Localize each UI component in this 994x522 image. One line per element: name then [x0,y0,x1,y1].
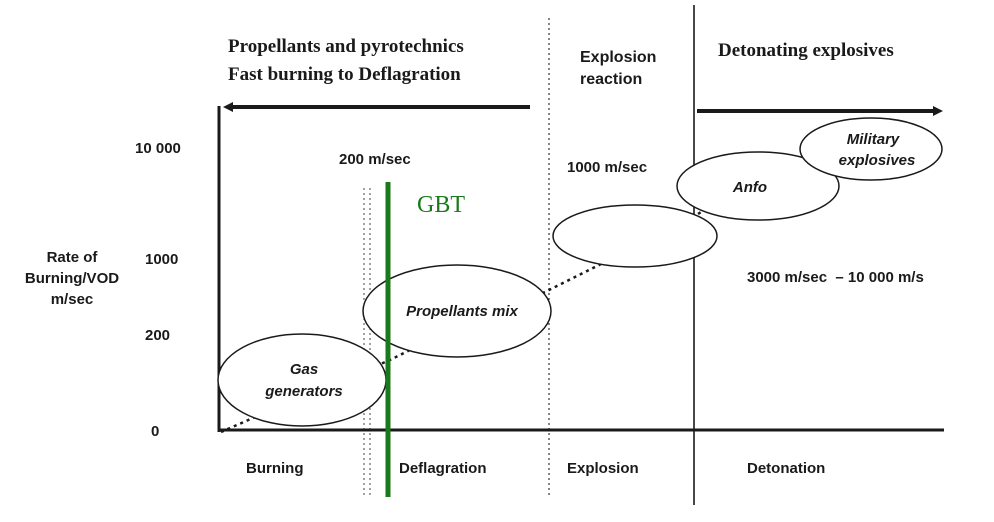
y-tick: 0 [151,423,159,440]
gas-generators-label-line1: Gas [290,361,318,378]
region-explosion: Explosion [567,460,639,477]
propellants-mix-label: Propellants mix [406,303,518,320]
gbt-label: GBT [417,192,465,218]
y-axis-label-line1: Rate of [47,249,99,266]
y-tick: 10 000 [135,140,181,157]
region-burning: Burning [246,460,304,477]
gas-generators-ellipse [217,333,387,427]
region-detonation: Detonation [747,460,825,477]
header-propellants-line1: Propellants and pyrotechnics [228,36,464,57]
military-explosives-label-line2: explosives [839,152,916,169]
region-deflagration: Deflagration [399,460,487,477]
header-explosion-line1: Explosion [580,49,656,66]
speed-deflagration: 200 m/sec [339,151,411,168]
speed-detonation: 3000 m/sec – 10 000 m/s [747,269,924,286]
header-propellants-line2: Fast burning to Deflagration [228,64,461,85]
header-explosion-line2: reaction [580,71,642,88]
anfo-label: Anfo [732,179,767,196]
anfo-ellipse [676,151,840,221]
y-axis-label-line2: Burning/VOD [25,270,119,287]
gas-generators-label-line2: generators [264,383,343,400]
speed-explosion: 1000 m/sec [567,159,647,176]
y-tick: 200 [145,327,170,344]
y-tick: 1000 [145,251,178,268]
explosion-ellipse [552,204,718,268]
military-explosives-label-line1: Military [847,131,900,148]
y-axis-label-line3: m/sec [51,291,94,308]
military-explosives-ellipse [799,117,943,181]
propellants-mix-ellipse [362,264,552,358]
header-detonating: Detonating explosives [718,40,894,61]
